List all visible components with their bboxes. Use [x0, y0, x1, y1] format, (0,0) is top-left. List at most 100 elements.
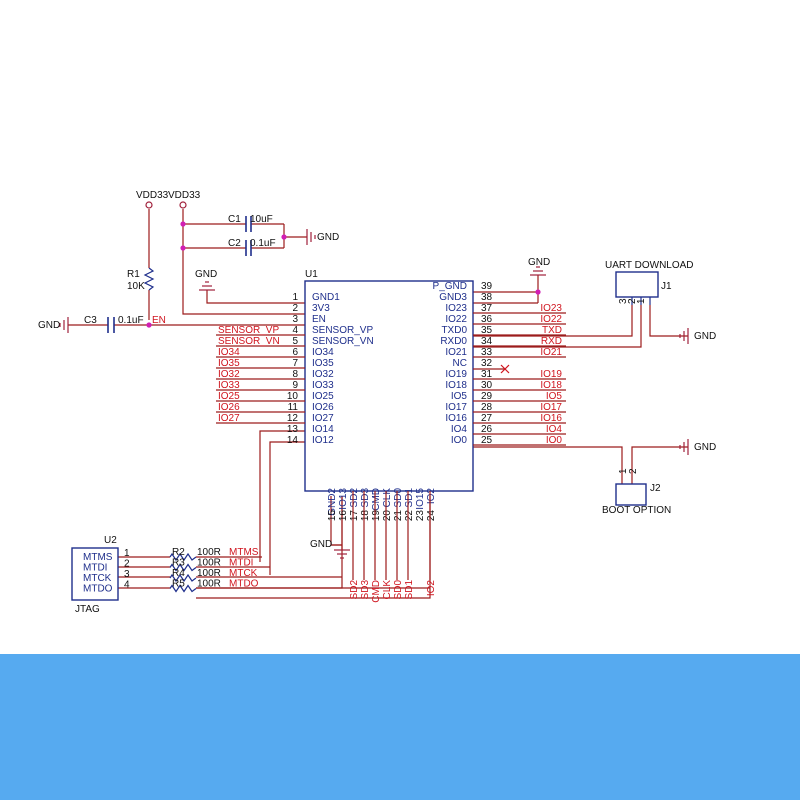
u1-pin-name: IO26 — [312, 402, 334, 413]
u1-pin-name: SD1 — [404, 488, 415, 508]
u1-pin-name: NC — [453, 358, 467, 369]
vdd33-label-right: VDD33 — [168, 190, 201, 201]
u1-bottom-pins: GND215IO1316SD217SD2SD318SD3CMD19CMDCLK2… — [327, 488, 437, 603]
u1-pin-number: 11 — [288, 402, 299, 413]
u1-pin-number: 23 — [415, 510, 426, 522]
u1-pin-number: 25 — [481, 435, 493, 446]
junction-en — [146, 322, 152, 328]
u1-pin-number: 1 — [292, 292, 298, 303]
j1-gnd-wire — [649, 305, 688, 337]
gnd1-wire — [206, 290, 305, 304]
c2-capacitor — [245, 240, 252, 256]
junction-capgnd — [281, 234, 287, 240]
jtag-pin-number: 3 — [124, 569, 130, 580]
rxd-wire — [473, 305, 642, 348]
jtag-net-label: MTDI — [229, 558, 253, 569]
u1-pin-name: IO35 — [312, 358, 334, 369]
u1-pin-number: 7 — [292, 358, 298, 369]
u1-pin-number: 33 — [481, 347, 493, 358]
net-label: SENSOR_VP — [218, 325, 279, 336]
net-label: IO32 — [218, 369, 240, 380]
net-label: IO23 — [540, 303, 562, 314]
u1-pin-number: 12 — [287, 413, 299, 424]
u1-pin-number: 32 — [481, 358, 493, 369]
j1-ref: J1 — [661, 281, 672, 292]
net-label: IO16 — [540, 413, 562, 424]
u1-pin-number: 2 — [292, 303, 298, 314]
net-label: SD0 — [393, 580, 404, 600]
u1-pin-number: 35 — [481, 325, 493, 336]
net-label: IO21 — [540, 347, 562, 358]
net-label: IO2 — [426, 580, 437, 597]
j1-connector — [615, 271, 659, 298]
u1-pin-name: IO4 — [451, 424, 468, 435]
u1-pin-name: IO12 — [312, 435, 334, 446]
net-label: SENSOR_VN — [218, 336, 280, 347]
u1-pin-number: 5 — [292, 336, 298, 347]
u1-pin-number: 19 — [371, 510, 382, 522]
u1-pin-name: EN — [312, 314, 326, 325]
vdd33-to-3v3-wire — [182, 209, 305, 315]
u1-pin-name: SENSOR_VP — [312, 325, 373, 336]
net-label: CMD — [371, 580, 382, 603]
u1-body — [304, 280, 474, 492]
jtag-resistor-value: 100R — [197, 558, 221, 569]
gnd-label-pgnd: GND — [528, 257, 550, 268]
u1-pin-number: 10 — [287, 391, 299, 402]
junction-c2 — [180, 245, 186, 251]
net-label: RXD — [541, 336, 562, 347]
jtag-resistor-ref: R4 — [172, 568, 185, 579]
u1-pin-number: 29 — [481, 391, 493, 402]
jtag-net-label: MTCK — [229, 568, 258, 579]
u1-pin-number: 17 — [349, 510, 360, 522]
jtag-resistor-ref: R5 — [172, 579, 185, 590]
u1-pin-name: 3V3 — [312, 303, 330, 314]
u1-pin-name: SD2 — [349, 488, 360, 508]
uart-download-title: UART DOWNLOAD — [605, 260, 694, 271]
net-label: IO18 — [540, 380, 562, 391]
jtag-title: JTAG — [75, 604, 100, 615]
u1-pin-number: 16 — [338, 510, 349, 522]
u1-pin-name: CMD — [371, 488, 382, 511]
u1-pin-name: IO18 — [445, 380, 467, 391]
net-label: IO34 — [218, 347, 240, 358]
jtag-resistor — [169, 573, 197, 583]
wires — [68, 209, 688, 599]
j2-ref: J2 — [650, 483, 661, 494]
u1-pin-number: 14 — [287, 435, 299, 446]
u1-pin-name: IO0 — [451, 435, 468, 446]
vdd33-label-left: VDD33 — [136, 190, 169, 201]
vdd33-right-terminal — [179, 201, 187, 209]
net-label: IO0 — [546, 435, 563, 446]
u1-pin-name: SD0 — [393, 488, 404, 508]
jtag-resistor-ref: R3 — [172, 558, 185, 569]
u1-pin-number: 34 — [481, 336, 493, 347]
jtag-pin-name: MTCK — [83, 573, 112, 584]
j2-gnd-wire — [631, 446, 688, 484]
u1-pin-number: 15 — [327, 510, 338, 522]
c1-capacitor — [245, 216, 252, 232]
u1-pin-name: IO33 — [312, 380, 334, 391]
jtag-resistor-ref: R2 — [172, 547, 185, 558]
gnd-symbol-c3 — [59, 317, 69, 333]
u1-pin-name: SENSOR_VN — [312, 336, 374, 347]
u1-pin-name: GND2 — [327, 488, 338, 516]
junction-pgnd — [535, 289, 541, 295]
u1-pin-name: IO22 — [445, 314, 467, 325]
jtag-net-label: MTDO — [229, 579, 259, 590]
u1-pin-name: IO21 — [445, 347, 467, 358]
vdd33-left-terminal — [145, 201, 153, 209]
junction-c1 — [180, 221, 186, 227]
u1-pin-number: 22 — [404, 510, 415, 522]
gnd-label-c1: GND — [317, 232, 339, 243]
en-net-label: EN — [152, 315, 166, 326]
j1-pin-1: 1 — [636, 298, 647, 304]
u1-pin-number: 27 — [481, 413, 493, 424]
u1-pin-name: IO32 — [312, 369, 334, 380]
u1-pin-number: 8 — [292, 369, 298, 380]
net-label: SD1 — [404, 580, 415, 600]
net-label: CLK — [382, 580, 393, 600]
